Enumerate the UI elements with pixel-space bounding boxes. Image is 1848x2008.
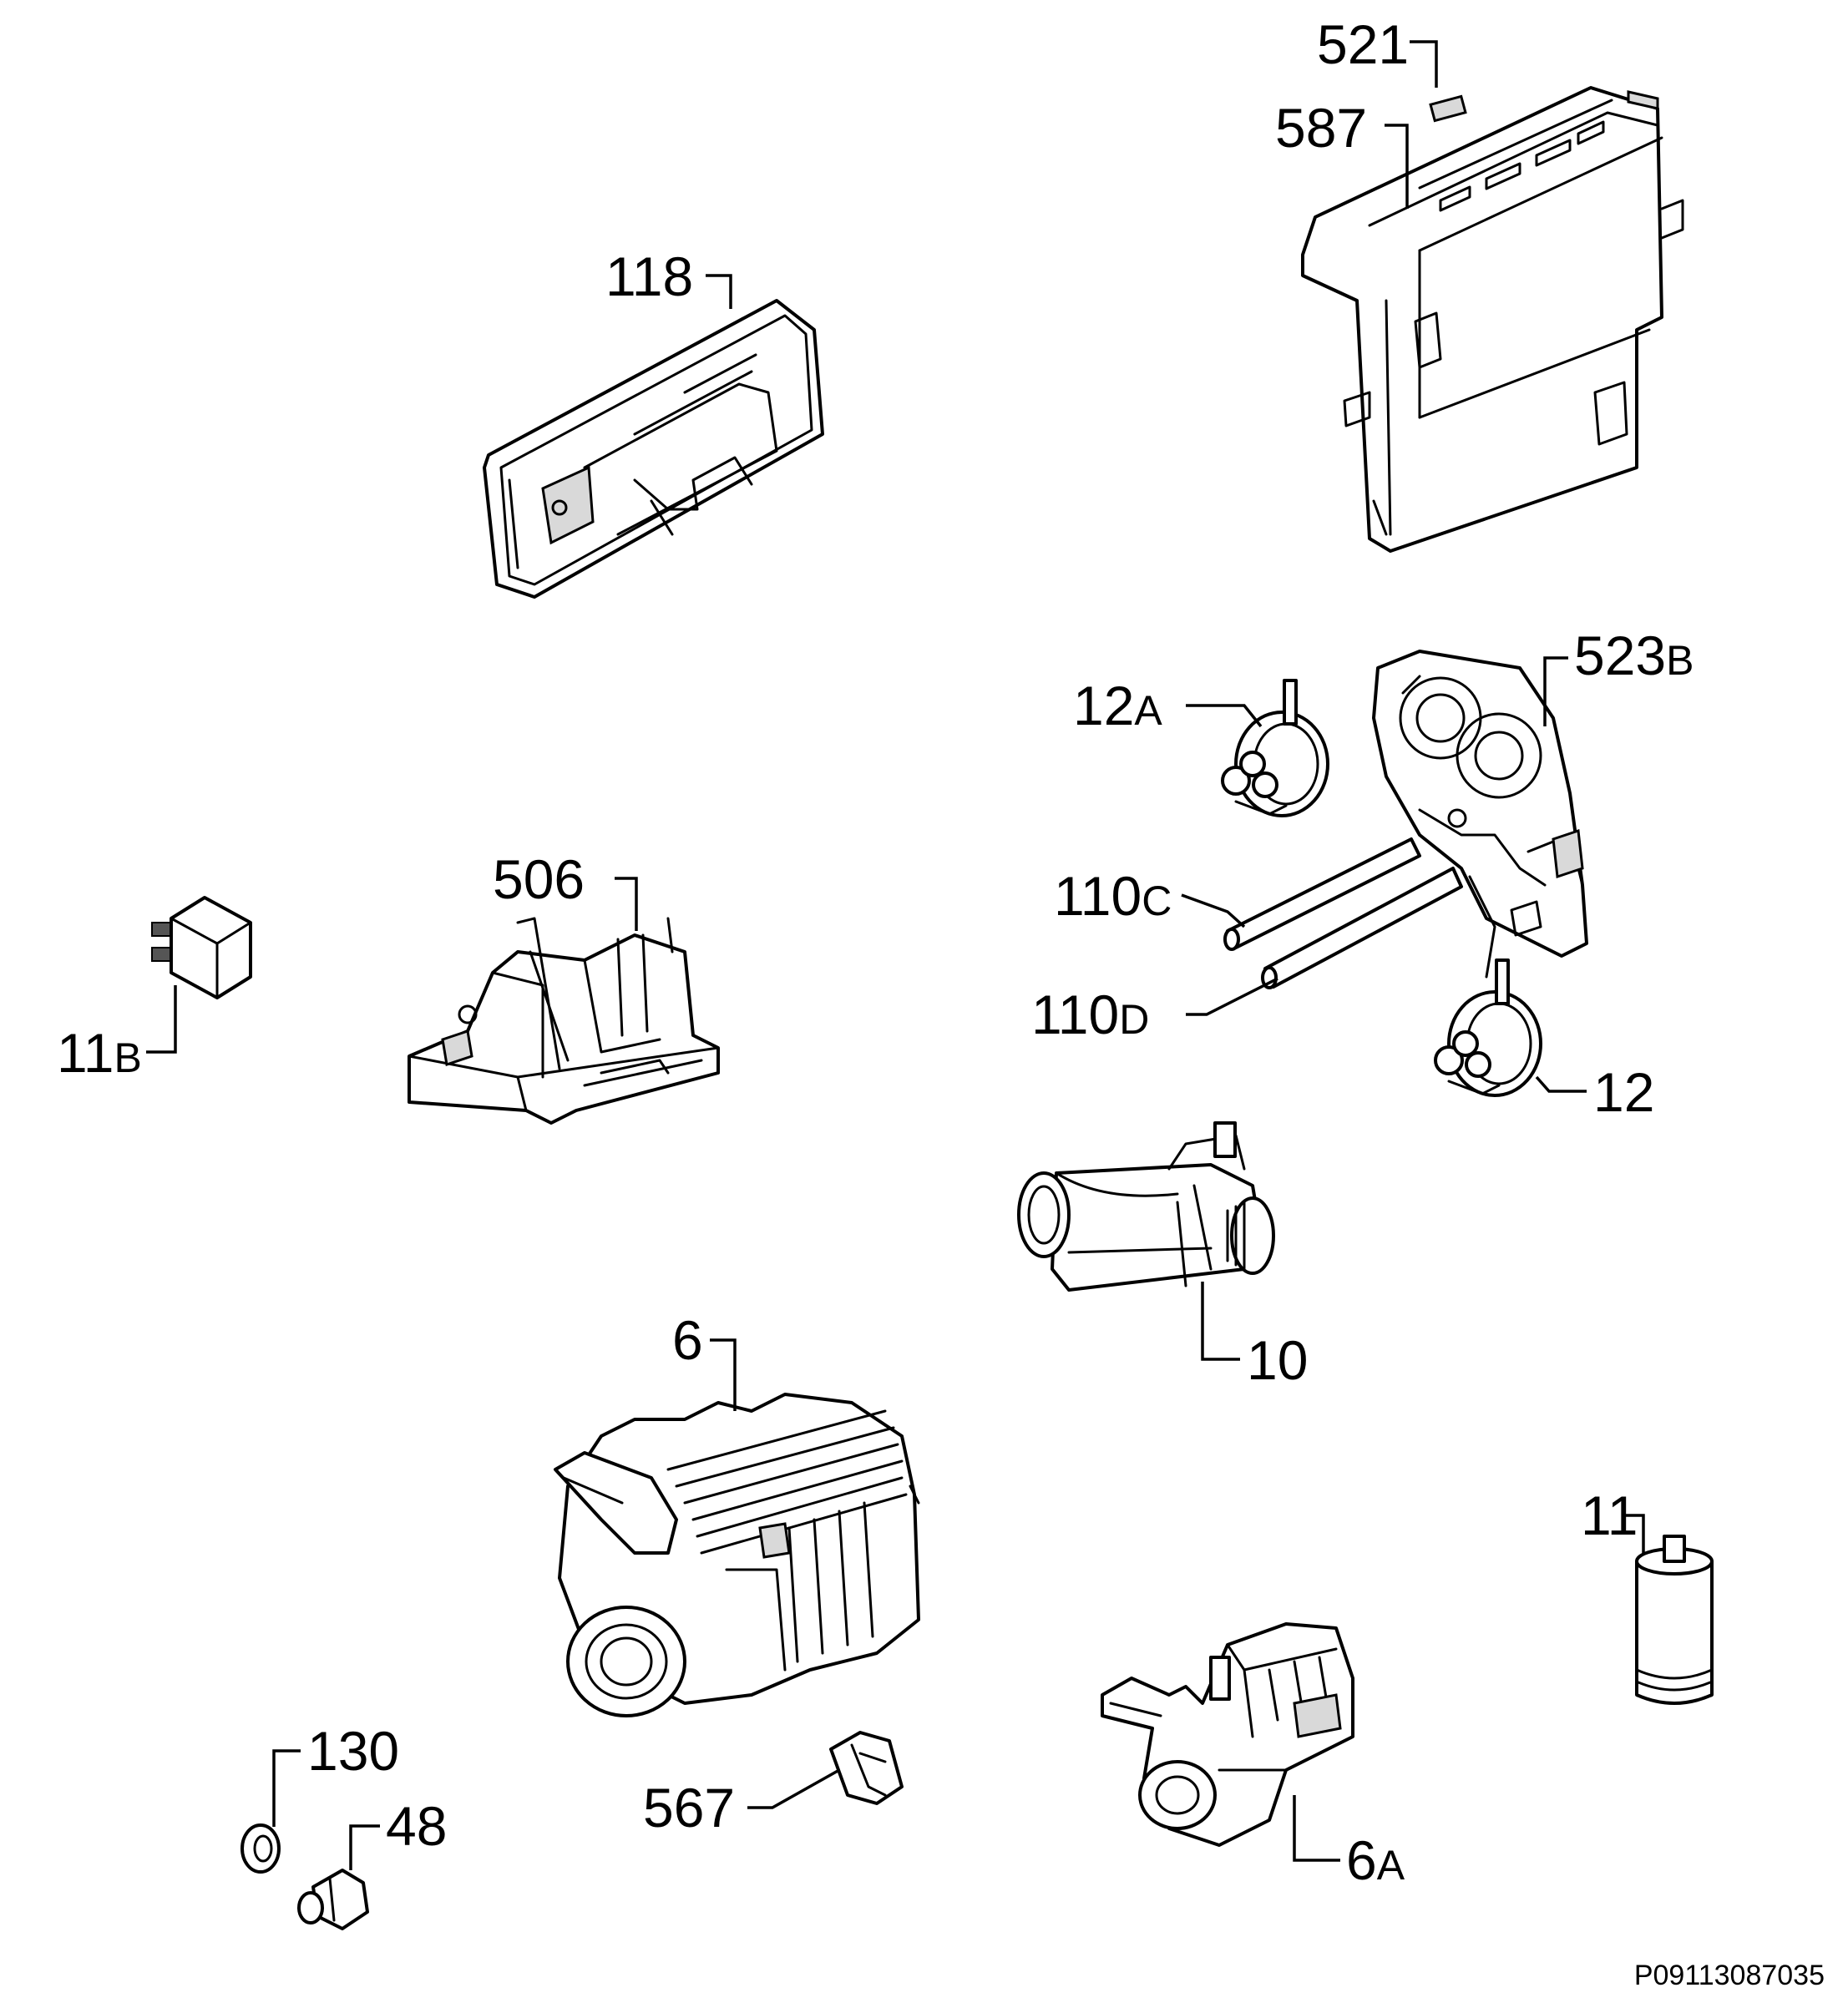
callout-587: 587: [1275, 97, 1368, 159]
part-110c-hose: [1223, 837, 1421, 951]
part-521-small-component: [1429, 94, 1467, 123]
callout-567: 567: [643, 1777, 736, 1839]
part-567-clip: [829, 1731, 904, 1805]
leader-lines: [146, 40, 1645, 1870]
callout-6: 6: [672, 1309, 703, 1371]
callout-12a: 12A: [1073, 675, 1162, 736]
callout-130: 130: [307, 1720, 400, 1782]
callout-506: 506: [493, 848, 585, 910]
drawing-reference-code: P09113087035: [1633, 1960, 1825, 1991]
part-6-circulation-pump: [554, 1393, 920, 1717]
part-11b-relay: [151, 896, 252, 999]
part-587-control-module: [1301, 86, 1684, 553]
callout-521: 521: [1317, 13, 1410, 75]
part-523b-manifold: [1372, 650, 1588, 979]
part-130-seal: [240, 1823, 281, 1874]
callout-118: 118: [605, 245, 694, 307]
callout-11: 11: [1581, 1485, 1638, 1546]
part-506-door-lock: [408, 917, 720, 1125]
part-118-dispenser: [483, 299, 824, 599]
callout-10: 10: [1247, 1329, 1309, 1391]
callout-110c: 110C: [1054, 865, 1172, 927]
callout-12: 12: [1593, 1061, 1655, 1123]
callout-11b: 11B: [57, 1022, 142, 1084]
part-12a-pressure-switch: [1221, 679, 1329, 817]
part-10-heater: [1017, 1121, 1275, 1292]
part-12-pressure-switch: [1434, 958, 1542, 1097]
callout-6a: 6A: [1346, 1829, 1405, 1891]
callout-523b: 523B: [1574, 625, 1694, 686]
callout-110d: 110D: [1031, 984, 1150, 1045]
part-11-capacitor: [1635, 1535, 1714, 1705]
part-6a-drain-pump: [1101, 1622, 1354, 1847]
part-48-plug: [297, 1869, 369, 1930]
callout-48: 48: [386, 1795, 448, 1857]
